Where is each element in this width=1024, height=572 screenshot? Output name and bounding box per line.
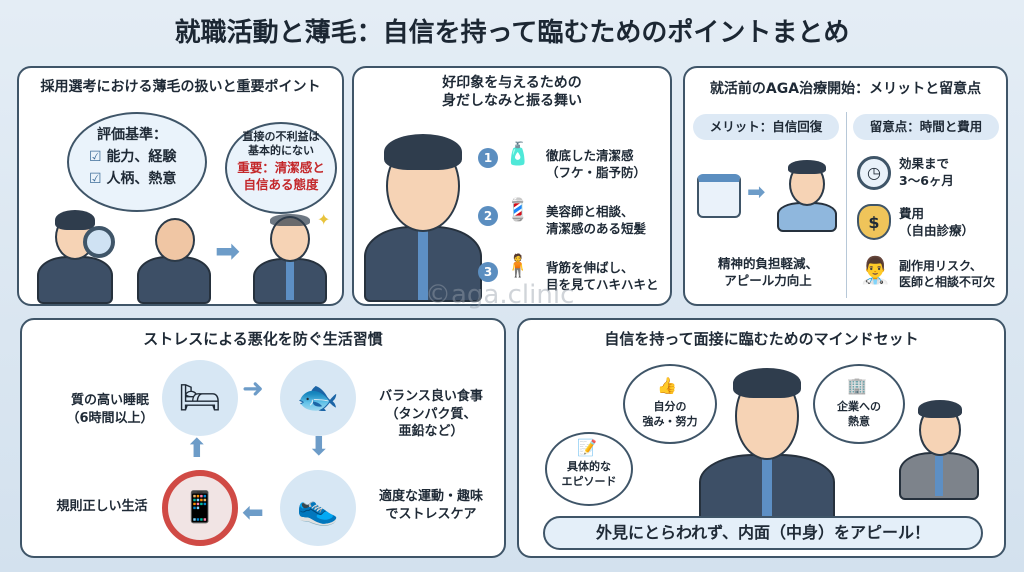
criteria-item: ☑ 人柄、熱意	[89, 171, 177, 187]
cycle-arrow-icon: ⬅	[242, 498, 264, 528]
note-bubble	[225, 122, 337, 214]
grooming-item: 美容師と相談、清潔感のある短髪	[546, 204, 647, 236]
panel-hiring-evaluation: 採用選考における薄毛の扱いと重要ポイント 評価基準： ☑ 能力、経験 ☑ 人柄、…	[17, 66, 344, 306]
note-text: 直接の不利益は基本的にない	[242, 130, 320, 158]
sparkle-icon: ✦	[317, 210, 331, 229]
memo-pencil-icon: 📝	[577, 438, 597, 457]
cycle-arrow-icon: ➜	[242, 374, 264, 404]
divider	[846, 112, 847, 298]
appeal-banner: 外見にとらわれず、内面（中身）をアピール！	[543, 516, 983, 550]
regular-life-text: 規則正しい生活	[56, 499, 148, 514]
panel-heading: 採用選考における薄毛の扱いと重要ポイント	[40, 79, 321, 95]
doctor-icon: 👨‍⚕️	[859, 256, 892, 286]
merit-text: 精神的負担軽減、アピール力向上	[717, 256, 818, 288]
step-number: 1	[478, 148, 498, 168]
criteria-title: 評価基準：	[97, 127, 167, 143]
panel-heading: ストレスによる悪化を防ぐ生活習慣	[143, 330, 383, 348]
checkbox-icon: ☑	[89, 171, 102, 187]
office-building-icon: 🏢	[847, 376, 867, 395]
grooming-item: 徹底した清潔感（フケ・脂予防）	[546, 148, 647, 180]
checkbox-icon: ☑	[89, 149, 102, 165]
caution-item: 副作用リスク、医師と相談不可欠	[899, 259, 996, 290]
thumbs-up-icon: 👍	[657, 376, 677, 395]
caution-item: 費用（自由診療）	[899, 206, 975, 238]
important-text: 重要：清潔感と自信ある態度	[237, 160, 325, 192]
comb-haircut-icon: 💈	[504, 198, 532, 223]
food-text: バランス良い食事（タンパク質、亜鉛など）	[379, 389, 483, 440]
money-bag-icon: $	[857, 204, 891, 240]
cycle-arrow-icon: ⬇	[308, 432, 330, 462]
thought-text: 自分の強み・努力	[642, 400, 698, 428]
arrow-icon: ➡	[747, 180, 766, 205]
criteria-bubble	[67, 112, 207, 212]
panel-heading: 就活前のAGA治療開始：メリットと留意点	[709, 81, 982, 97]
calendar-icon	[697, 174, 741, 218]
healthy-food-icon: 🐟	[280, 360, 356, 436]
thought-bubble	[623, 364, 717, 444]
panel-stress-lifestyle: ストレスによる悪化を防ぐ生活習慣 🛏 🐟 👟 📱 ➜ ⬇ ⬅ ⬆ 質の高い睡眠（…	[20, 318, 506, 558]
merit-label: メリット：自信回復	[693, 114, 839, 140]
shampoo-icon: 🧴	[504, 142, 532, 167]
panel-heading: 自信を持って面接に臨むためのマインドセット	[604, 330, 919, 348]
page-title: 就職活動と薄毛：自信を持って臨むためのポイントまとめ	[174, 18, 850, 48]
criteria-item: ☑ 能力、経験	[89, 149, 177, 165]
panel-grooming-behavior: 好印象を与えるための身だしなみと振る舞い 1 🧴 徹底した清潔感（フケ・脂予防）…	[352, 66, 672, 306]
grooming-item: 背筋を伸ばし、目を見てハキハキと	[546, 260, 659, 292]
step-number: 2	[478, 206, 498, 226]
no-smartphone-icon: 📱	[162, 470, 238, 546]
thought-bubble	[813, 364, 905, 444]
cycle-arrow-icon: ⬆	[186, 434, 208, 464]
exercise-text: 適度な運動・趣味でストレスケア	[378, 489, 483, 522]
posture-icon: 🧍	[504, 254, 532, 279]
thought-text: 企業への熱意	[837, 400, 881, 428]
clock-icon: ◷	[857, 156, 891, 190]
panel-heading: 好印象を与えるための身だしなみと振る舞い	[442, 75, 582, 110]
step-number: 3	[478, 262, 498, 282]
arrow-icon: ➡	[215, 234, 241, 269]
sleep-text: 質の高い睡眠（6時間以上）	[66, 393, 154, 426]
panel-interview-mindset: 自信を持って面接に臨むためのマインドセット 具体的なエピソード 📝 自分の強み・…	[517, 318, 1006, 558]
sneaker-music-icon: 👟	[280, 470, 356, 546]
magnifier-icon	[83, 226, 115, 258]
watermark: ©aga.clinic	[425, 280, 575, 310]
thought-text: 具体的なエピソード	[561, 460, 617, 488]
panel-aga-treatment: 就活前のAGA治療開始：メリットと留意点 メリット：自信回復 留意点：時間と費用…	[683, 66, 1008, 306]
sleep-icon: 🛏	[162, 360, 238, 436]
caution-label: 留意点：時間と費用	[853, 114, 999, 140]
thought-bubble	[545, 432, 633, 506]
